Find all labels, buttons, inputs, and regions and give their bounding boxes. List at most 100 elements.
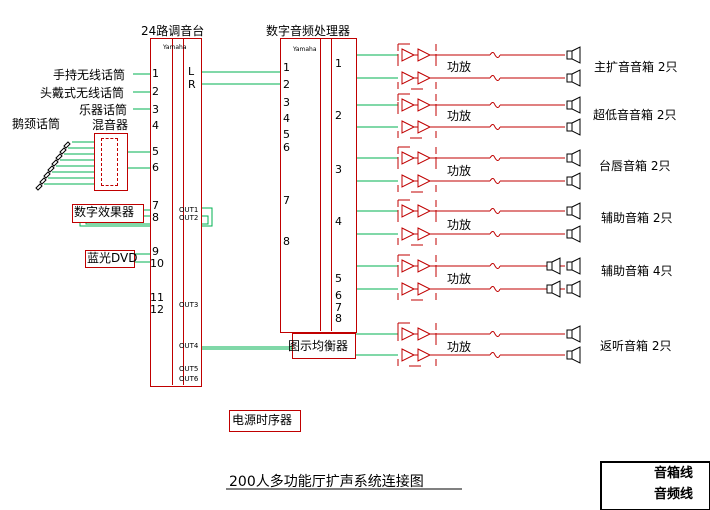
wire-break-mark [489,286,501,292]
amp-channel-b-6-2 [417,348,432,362]
gooseneck-mic-icon [63,141,71,149]
mixer-output-l: L [188,65,195,78]
speaker-icon [566,261,573,271]
speaker-icon [566,73,573,83]
wire-break-mark [489,102,501,108]
speaker-cone-icon [571,225,581,243]
wire-effects-send-2 [85,215,209,225]
speaker-icon [566,50,573,60]
dsp-input-7: 7 [283,194,290,207]
amp-channel-b-4-2 [417,227,432,241]
wire-break-mark [489,331,501,337]
wire-break-mark [489,208,501,214]
dsp-input-8: 8 [283,235,290,248]
zone-label-sub: 超低音音箱 2只 [593,108,677,122]
mixer-input-5: 5 [152,145,159,158]
speaker-cone-icon [571,96,581,114]
amp-channel-b-5-1 [417,259,432,273]
speaker-icon [546,284,553,294]
amp-channel-b-1-1 [417,48,432,62]
mixer-channel-strip [172,38,184,385]
amp-channel-5-1 [401,259,416,273]
amp-channel-3-1 [401,151,416,165]
amp-channel-b-3-2 [417,174,432,188]
source-headset-mic: 头戴式无线话筒 [40,86,125,100]
legend-box [600,461,710,510]
amp-label-zone-6: 功放 [447,340,472,354]
gooseneck-mic-icon [35,183,43,191]
mixer-label: 24路调音台 [141,24,205,38]
dsp-input-3: 3 [283,96,290,109]
speaker-icon [566,206,573,216]
mixer-box [150,38,202,387]
dsp-output-2: 2 [335,109,342,122]
mixer-input-12: 12 [150,303,164,316]
amp-channel-1-2 [401,71,416,85]
bluray-label: 蓝光DVD [87,251,138,265]
submixer-box [94,133,128,191]
mixer-input-8: 8 [152,211,159,224]
source-handheld-mic: 手持无线话筒 [53,68,126,82]
speaker-cone-icon [571,280,581,298]
amp-channel-1-1 [401,48,416,62]
dsp-box [280,38,357,333]
dsp-output-3: 3 [335,163,342,176]
amp-channel-b-6-1 [417,327,432,341]
mixer-send-out4: OUT4 [179,342,199,350]
effects-box [72,204,144,223]
speaker-cone-icon [571,118,581,136]
mixer-input-4: 4 [152,119,159,132]
wire-break-mark [489,178,501,184]
zone-label-aux-2: 辅助音箱 2只 [601,211,673,225]
amp-channel-5-2 [401,282,416,296]
wire-break-mark [489,155,501,161]
speaker-cone-icon [551,257,561,275]
amp-channel-b-1-2 [417,71,432,85]
dsp-logo: Yamaha [293,46,317,53]
wire-break-mark [489,52,501,58]
dsp-input-4: 4 [283,112,290,125]
dsp-output-7: 7 [335,301,342,314]
speaker-cone-icon [571,69,581,87]
mixer-input-9: 9 [152,245,159,258]
amp-channel-b-2-2 [417,120,432,134]
dsp-input-6: 6 [283,141,290,154]
speaker-icon [546,261,553,271]
zone-label-aux-4: 辅助音箱 4只 [601,264,673,278]
amp-channel-6-2 [401,348,416,362]
speaker-cone-icon [571,46,581,64]
amp-channel-2-1 [401,98,416,112]
source-instrument-mic: 乐器话筒 [79,103,128,117]
speaker-icon [566,100,573,110]
mixer-send-out3: OUT3 [179,301,199,309]
zone-label-monitor: 返听音箱 2只 [600,339,672,353]
speaker-cone-icon [551,280,561,298]
speaker-cone-icon [571,149,581,167]
amp-channel-b-5-2 [417,282,432,296]
dsp-output-4: 4 [335,215,342,228]
dsp-output-6: 6 [335,289,342,302]
amp-label-zone-1: 功放 [447,60,472,74]
gooseneck-mic-icon [39,177,47,185]
amp-label-zone-3: 功放 [447,164,472,178]
gooseneck-mic-icon [55,153,63,161]
wire-break-mark [489,124,501,130]
amp-channel-4-2 [401,227,416,241]
wire-break-mark [489,231,501,237]
speaker-icon [566,329,573,339]
amp-bracket [397,93,437,139]
speaker-icon [566,122,573,132]
dsp-input-1: 1 [283,61,290,74]
bluray-box [85,250,135,268]
gooseneck-mic-icon [47,165,55,173]
amp-bracket [397,43,437,90]
wire-break-mark [489,75,501,81]
dsp-label: 数字音频处理器 [266,24,351,38]
amp-channel-b-3-1 [417,151,432,165]
mixer-output-r: R [188,78,196,91]
wire-break-mark [489,352,501,358]
legend-speaker-line-label: 音箱线 [654,466,694,481]
amp-channel-3-2 [401,174,416,188]
